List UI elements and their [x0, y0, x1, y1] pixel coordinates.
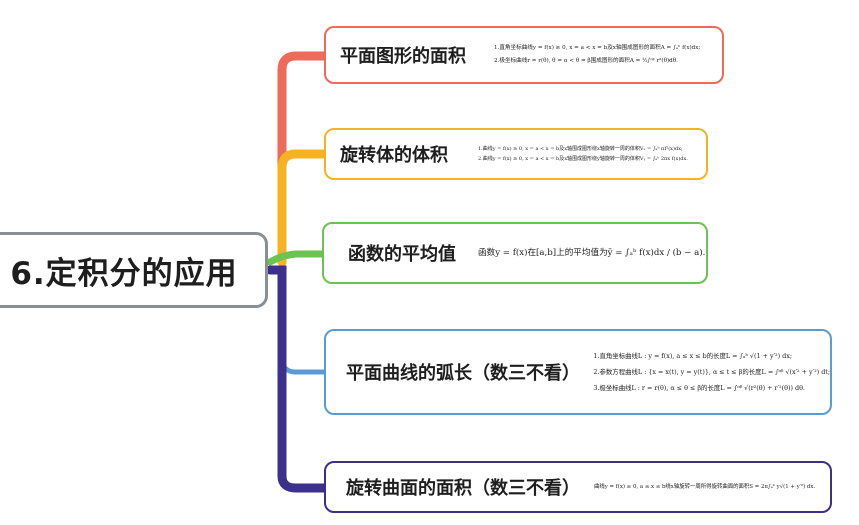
branch-plane-area[interactable]: 平面图形的面积 1.直角坐标曲线y = f(x) ≥ 0, x = a < x …	[324, 26, 724, 84]
formula-line: 2.曲线y = f(x) ≥ 0, x = a < x = b及x轴围成图形绕y…	[478, 156, 688, 162]
connector-green	[266, 250, 328, 266]
branch-formulas: 曲线y = f(x) ≥ 0, a ≤ x ≤ b绕x轴旋转一周所得旋转曲面的面…	[594, 484, 815, 491]
branch-solid-volume[interactable]: 旋转体的体积 1.曲线y = f(x) ≥ 0, x = a < x = b及x…	[324, 128, 708, 180]
branch-formulas: 1.直角坐标曲线L : y = f(x), a ≤ x ≤ b的长度L = ∫ₐ…	[593, 352, 830, 392]
formula-line: 曲线y = f(x) ≥ 0, a ≤ x ≤ b绕x轴旋转一周所得旋转曲面的面…	[594, 483, 816, 490]
branch-average-value[interactable]: 函数的平均值 函数y = f(x)在[a,b]上的平均值为ȳ = ∫ₐᵇ f(x…	[322, 222, 708, 284]
branch-surface-area[interactable]: 旋转曲面的面积（数三不看） 曲线y = f(x) ≥ 0, a ≤ x ≤ b绕…	[324, 461, 832, 513]
root-node[interactable]: 6.定积分的应用	[0, 232, 268, 308]
formula-line: 3.极坐标曲线L : r = r(θ), α ≤ θ ≤ β的长度L = ∫ᵅᵝ…	[593, 384, 805, 392]
formula-line: 1.直角坐标曲线y = f(x) ≥ 0, x = a < x = b及x轴围成…	[494, 45, 701, 52]
connector-orange	[277, 149, 331, 267]
branch-formulas: 1.直角坐标曲线y = f(x) ≥ 0, x = a < x = b及x轴围成…	[494, 45, 700, 65]
branch-arc-length[interactable]: 平面曲线的弧长（数三不看） 1.直角坐标曲线L : y = f(x), a ≤ …	[324, 329, 832, 415]
branch-title: 旋转曲面的面积（数三不看）	[346, 478, 580, 499]
formula-line: 1.直角坐标曲线L : y = f(x), a ≤ x ≤ b的长度L = ∫ₐ…	[593, 352, 792, 360]
formula-line: 1.曲线y = f(x) ≥ 0, x = a < x = b及x轴围成图形绕x…	[478, 145, 683, 152]
branch-title: 函数的平均值	[348, 244, 456, 265]
branch-title: 旋转体的体积	[340, 145, 448, 166]
formula-line: 函数y = f(x)在[a,b]上的平均值为ȳ = ∫ₐᵇ f(x)dx / (…	[478, 247, 706, 258]
formula-line: 2.参数方程曲线L : {x = x(t), y = y(t)}, α ≤ t …	[593, 368, 830, 376]
branch-title: 平面曲线的弧长（数三不看）	[346, 363, 580, 384]
connector-red	[277, 51, 331, 267]
connector-blue	[279, 297, 329, 375]
formula-line: 2.极坐标曲线r = r(θ), θ = α < θ = β围成图形的面积A =…	[494, 58, 678, 64]
branch-formulas: 1.曲线y = f(x) ≥ 0, x = a < x = b及x轴围成图形绕x…	[478, 146, 688, 163]
root-label: 6.定积分的应用	[10, 255, 238, 292]
branch-title: 平面图形的面积	[340, 46, 466, 67]
branch-formulas: 函数y = f(x)在[a,b]上的平均值为ȳ = ∫ₐᵇ f(x)dx / (…	[478, 248, 705, 259]
connector-purple	[265, 265, 331, 493]
